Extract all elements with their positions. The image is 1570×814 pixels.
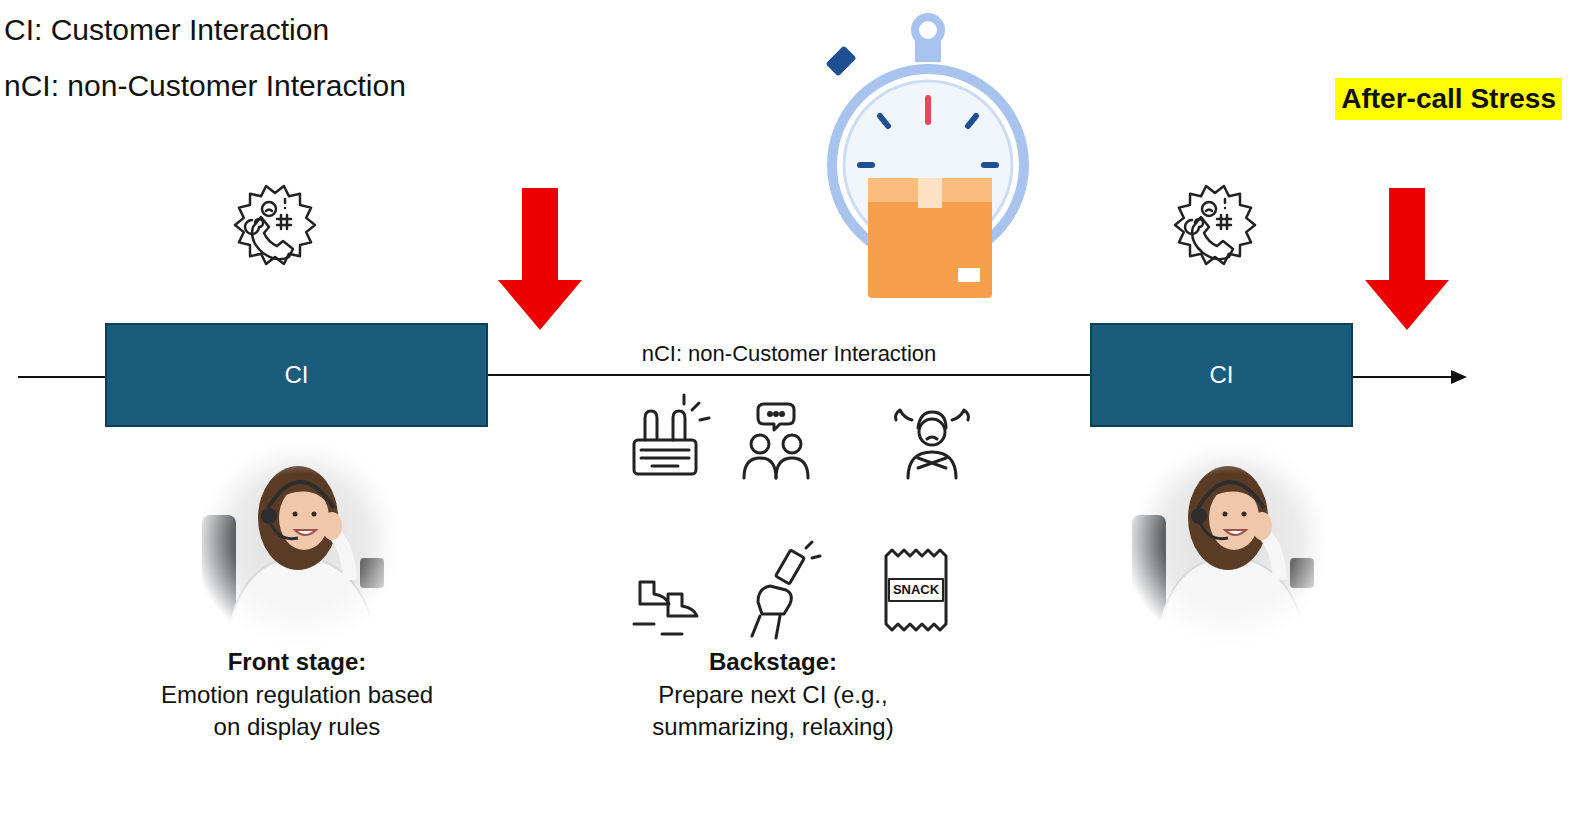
face-symbol: [266, 210, 272, 212]
frustrated-icon-part: [918, 458, 946, 468]
walking-icon-part: [634, 624, 682, 634]
burst-outline: [235, 186, 315, 264]
talking-icon-part: [751, 435, 769, 453]
exclaim-symbol: [284, 199, 287, 208]
stopwatch-icon: [825, 17, 1024, 298]
stage-heading: Front stage:: [228, 646, 367, 678]
stopwatch-icon-part: [860, 116, 996, 165]
talking-icon-part: [781, 413, 784, 416]
label-text: SNACK: [893, 582, 939, 597]
spiral-symbol: [1185, 219, 1203, 234]
angry-call-icon: [1175, 186, 1255, 264]
talking-icon-part: [775, 413, 778, 416]
face-symbol: [262, 202, 276, 216]
stage-description: Emotion regulation based on display rule…: [156, 679, 438, 744]
stopwatch-icon-part-part: [860, 162, 872, 168]
frustrated-icon-part: [896, 410, 969, 420]
label-text: CI: Customer Interaction: [4, 13, 329, 46]
talking-icon-part: [758, 404, 794, 430]
frustrated-icon-part: [927, 437, 937, 439]
walking-icon-part: [640, 582, 669, 604]
burst-outline: [1175, 186, 1255, 264]
stopwatch-icon-part: [825, 45, 856, 76]
stopwatch-icon-part: [958, 268, 980, 282]
box-label: CI: [1210, 361, 1234, 389]
label-text: After-call Stress: [1341, 83, 1556, 114]
hash-symbol: [1217, 215, 1231, 229]
interaction-box: CI: [1090, 323, 1353, 427]
stage-description: Prepare next CI (e.g., summarizing, rela…: [608, 679, 938, 744]
stress-callout: After-call Stress: [1335, 78, 1562, 120]
talking-icon-part: [776, 458, 808, 478]
snack-icon: [886, 550, 946, 630]
typing-icon-part: [684, 395, 709, 420]
snack-icon-part: [886, 550, 946, 630]
abbreviation-key: nCI: non-Customer Interaction: [4, 66, 406, 107]
stopwatch-icon-part: [925, 98, 931, 122]
timeline-axis-part: [18, 376, 105, 378]
frustrated-icon-part: [919, 419, 945, 445]
activity-icons: [634, 395, 969, 638]
stress-arrow-part: [498, 188, 582, 330]
face-symbol: [1206, 210, 1212, 212]
frustrated-icon: [896, 410, 969, 478]
talking-icon-part: [744, 458, 776, 478]
spiral-symbol: [245, 219, 263, 234]
snack-text: SNACK: [893, 583, 939, 598]
face-symbol: [1202, 202, 1216, 216]
stopwatch-icon-part: [868, 178, 992, 298]
label-text: Emotion regulation based on display rule…: [161, 681, 433, 740]
frustrated-icon-part: [908, 452, 956, 478]
agent-photo: [1122, 432, 1338, 650]
angry-call-icons: [235, 186, 1255, 264]
box-label: CI: [285, 361, 309, 389]
drinking-icon: [752, 542, 820, 638]
talking-icon: [744, 404, 808, 478]
stopwatch-icon-part-part: [984, 162, 996, 168]
typing-icon-part: [645, 411, 657, 440]
drinking-icon-part: [776, 550, 805, 584]
hash-symbol: [277, 215, 291, 229]
stopwatch-icon-part-part: [968, 116, 976, 126]
frustrated-icon-part: [918, 412, 946, 428]
typing-icon-part: [673, 411, 685, 440]
exclaim-symbol: [1224, 199, 1227, 208]
timeline-axis-part: [1353, 376, 1455, 378]
abbreviation-key: CI: Customer Interaction: [4, 10, 329, 51]
label-text: Backstage:: [709, 648, 837, 675]
angry-call-icon: [235, 186, 315, 264]
stress-arrow-part: [1365, 188, 1449, 330]
talking-icon-part: [769, 413, 772, 416]
walking-icon: [634, 582, 697, 634]
stage-heading: Backstage:: [709, 646, 837, 678]
drinking-icon-part: [752, 616, 780, 638]
interaction-box: CI: [105, 323, 488, 427]
agent-photo: [192, 432, 408, 650]
stopwatch-icon-part-part: [880, 116, 888, 126]
timeline-axis-part: [1451, 370, 1467, 384]
typing-icon-part: [634, 440, 696, 474]
typing-icon: [634, 395, 709, 474]
connector-label: nCI: non-Customer Interaction: [638, 341, 941, 367]
walking-icon-part: [668, 594, 697, 616]
stopwatch-icon-part: [915, 17, 941, 43]
drinking-icon-part: [758, 586, 791, 614]
typing-icon-part: [641, 450, 689, 466]
label-text: nCI: non-Customer Interaction: [4, 69, 406, 102]
stopwatch-icon-part: [918, 178, 942, 208]
drinking-icon-part: [806, 542, 820, 558]
label-text: Front stage:: [228, 648, 367, 675]
talking-icon-part: [783, 435, 801, 453]
label-text: Prepare next CI (e.g., summarizing, rela…: [652, 681, 893, 740]
timeline-connector: [488, 374, 1090, 376]
snack-icon-part: [889, 579, 943, 601]
